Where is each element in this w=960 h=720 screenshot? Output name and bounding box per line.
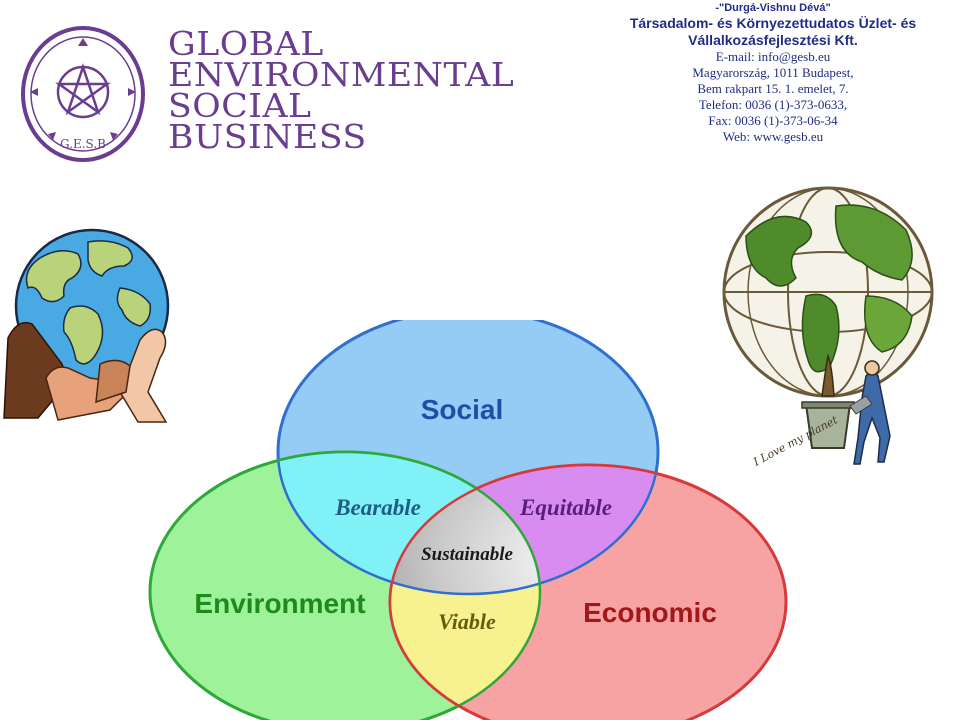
- label-economic: Economic: [583, 597, 717, 628]
- brand-wordmark: GLOBAL ENVIRONMENTAL SOCIAL BUSINESS: [168, 27, 514, 153]
- contact-web: Web: www.gesb.eu: [722, 129, 824, 144]
- contact-fax: Fax: 0036 (1)-373-06-34: [708, 113, 838, 128]
- environment-outline: [148, 450, 542, 720]
- label-viable: Viable: [438, 609, 496, 634]
- globe-in-hands-icon: [3, 228, 170, 423]
- label-bearable: Bearable: [334, 495, 421, 520]
- company-name-line-1: Társadalom- és Környezettudatos Üzlet- é…: [629, 15, 917, 31]
- brand-line-3: SOCIAL: [168, 86, 312, 125]
- economic-outline: [388, 463, 788, 720]
- company-name-line-2: Vállalkozásfejlesztési Kft.: [688, 32, 858, 48]
- label-social: Social: [421, 394, 503, 425]
- contact-block: -"Durgá-Vishnu Dévá" Társadalom- és Körn…: [588, 2, 958, 145]
- label-sustainable: Sustainable: [421, 544, 513, 565]
- sustainability-venn-diagram: Social Environment Economic Bearable Equ…: [148, 320, 788, 720]
- brand-line-1: GLOBAL: [168, 24, 324, 63]
- seal-text: G.E.S.B: [60, 137, 106, 151]
- tree-globe-icon: I Love my planet: [722, 186, 934, 469]
- pentagram-seal-icon: G.E.S.B: [21, 26, 145, 162]
- brand-line-4: BUSINESS: [168, 117, 367, 156]
- contact-phone: Telefon: 0036 (1)-373-0633,: [698, 97, 848, 112]
- label-environment: Environment: [194, 588, 365, 619]
- social-outline: [276, 320, 660, 596]
- sustainable-center: [390, 465, 540, 594]
- tagline: -"Durgá-Vishnu Dévá": [715, 2, 831, 14]
- contact-address-1: Magyarország, 1011 Budapest,: [692, 65, 854, 80]
- label-equitable: Equitable: [519, 495, 612, 520]
- brand-line-2: ENVIRONMENTAL: [168, 55, 515, 94]
- contact-address-2: Bem rakpart 15. 1. emelet, 7.: [697, 81, 849, 96]
- contact-email: E-mail: info@gesb.eu: [715, 49, 831, 64]
